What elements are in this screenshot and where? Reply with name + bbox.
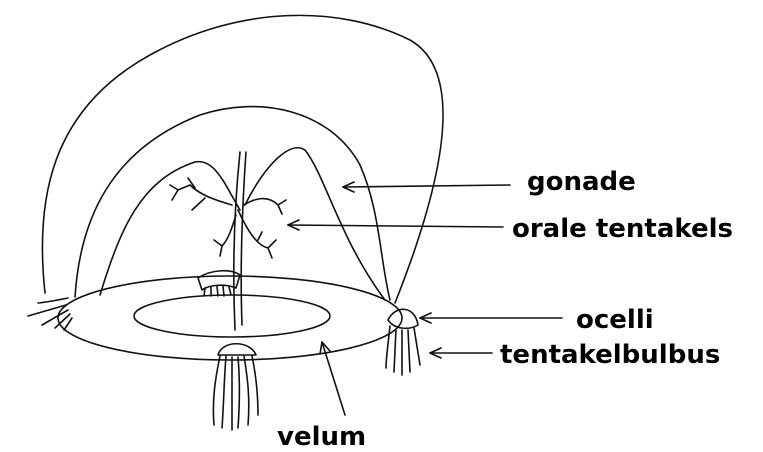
label-ocelli: ocelli (576, 307, 654, 333)
tentacle-left (28, 298, 72, 330)
gonad-left (100, 162, 240, 295)
tentacles-center (213, 356, 258, 430)
velum-ring-inner (134, 295, 330, 337)
leader-orale (288, 225, 503, 227)
manubrium (234, 152, 240, 330)
label-velum: velum (277, 424, 366, 450)
leader-velum (322, 342, 345, 415)
label-orale-tentakels: orale tentakels (512, 216, 733, 242)
manubrium-2 (241, 152, 246, 325)
tentacle-bulb-right (388, 309, 418, 328)
label-gonade: gonade (527, 169, 636, 195)
label-tentakelbulbus: tentakelbulbus (500, 342, 720, 368)
tentacle-bulb-center (218, 344, 256, 355)
